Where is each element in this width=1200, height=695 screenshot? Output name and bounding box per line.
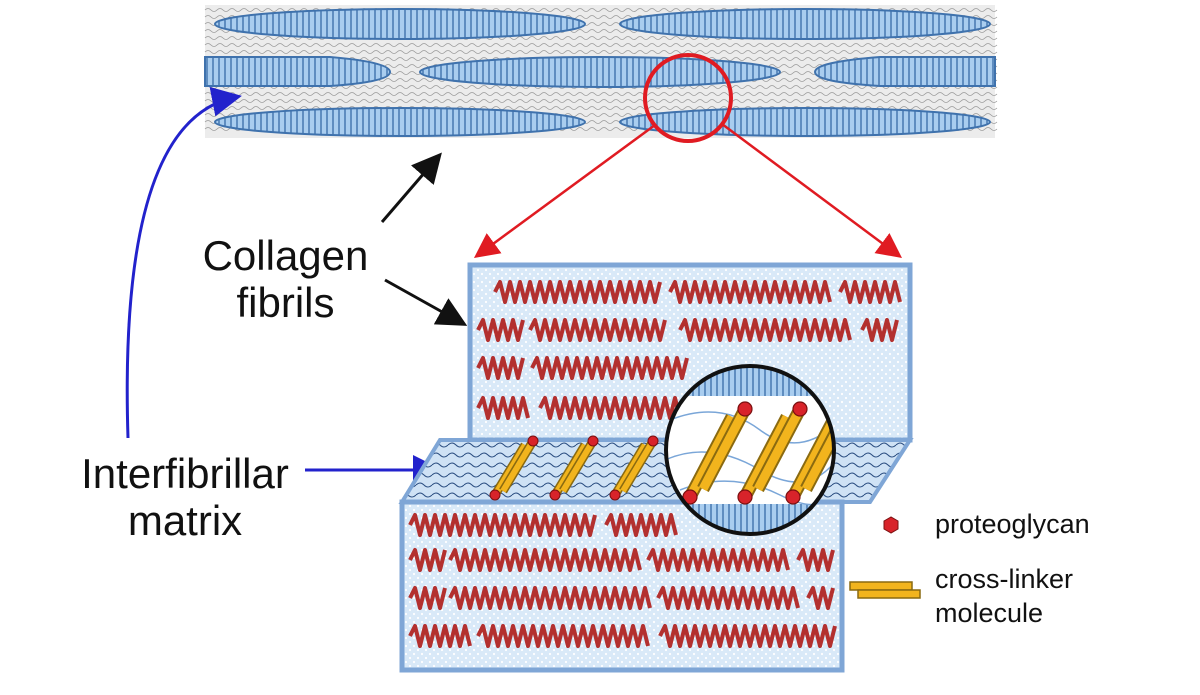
collagen-helix <box>408 513 597 537</box>
proteoglycan <box>489 489 501 501</box>
proteoglycan <box>549 489 561 501</box>
fibril-row-1 <box>214 8 991 40</box>
fibril-bundle-overview <box>204 5 998 138</box>
collagen-fibril <box>204 56 392 87</box>
collagen-pointer-arrow-top <box>380 152 442 223</box>
proteoglycan <box>527 435 539 447</box>
collagen-helix <box>408 624 472 648</box>
magnified-cross-linker <box>785 405 834 505</box>
zoom-arrow-right <box>721 122 903 258</box>
collagen-helix <box>806 586 835 610</box>
collagen-fibril <box>619 8 991 40</box>
proteoglycan <box>587 435 599 447</box>
magnified-cross-linker <box>737 401 808 505</box>
fibril-row-3 <box>214 107 991 137</box>
collagen-helix <box>528 318 667 342</box>
collagen-fibril <box>813 56 996 87</box>
collagen-helix <box>476 396 530 420</box>
collagen-fibril <box>419 56 781 88</box>
collagen-helix <box>796 548 835 572</box>
collagen-helix <box>493 280 662 304</box>
cross-linker <box>549 435 599 501</box>
matrix-label-line-1: Interfibrillar <box>81 450 289 497</box>
collagen-helix <box>408 586 447 610</box>
matrix-fiber <box>204 43 998 47</box>
magnifier-ring <box>664 364 836 536</box>
collagen-helix <box>448 548 642 572</box>
proteoglycan <box>682 489 698 505</box>
collagen-helix <box>476 624 650 648</box>
cross-linker <box>609 435 659 501</box>
collagen-fibril <box>214 8 586 40</box>
collagen-helix <box>604 513 678 537</box>
matrix-fiber <box>204 50 998 54</box>
magnified-cross-linker <box>682 401 753 505</box>
crosslinker-label-line-2: molecule <box>935 598 1044 629</box>
collagen-helices <box>408 280 902 648</box>
proteoglycan <box>609 489 621 501</box>
matrix-fiber <box>204 92 998 96</box>
collagen-label-line-2: fibrils <box>236 279 335 327</box>
collagen-label-line-1: Collagen <box>202 232 369 279</box>
interfibrillar-matrix-label: Interfibrillar matrix <box>40 450 330 544</box>
zoom-arrow-left <box>473 123 656 258</box>
collagen-fibrils-label: Collagen fibrils <box>168 232 403 326</box>
collagen-fibril <box>619 107 991 137</box>
crosslinker-icon <box>849 581 921 599</box>
matrix-pointer-arrow-top <box>125 86 242 439</box>
cross-linker <box>489 435 539 501</box>
collagen-helix <box>860 318 899 342</box>
collagen-helix <box>668 280 832 304</box>
proteoglycan <box>792 401 808 417</box>
proteoglycan-icon <box>883 516 899 534</box>
collagen-helix <box>476 356 525 380</box>
collagen-helix <box>656 586 800 610</box>
proteoglycan <box>647 435 659 447</box>
collagen-helix <box>658 624 837 648</box>
collagen-helix <box>646 548 790 572</box>
collagen-helix <box>448 586 652 610</box>
crosslinker-label-line-1: cross-linker <box>935 564 1074 594</box>
cross-linkers <box>489 435 659 501</box>
collagen-pointer-arrow-bottom <box>384 278 468 326</box>
magnified-cross-linkers <box>682 401 834 505</box>
collagen-helix <box>476 318 525 342</box>
collagen-helix <box>678 318 852 342</box>
collagen-helix <box>838 280 902 304</box>
matrix-label-line-2: matrix <box>127 497 243 545</box>
legend-proteoglycan-label: proteoglycan <box>935 509 1090 539</box>
proteoglycan <box>737 489 753 505</box>
proteoglycan <box>737 401 753 417</box>
matrix-fiber <box>204 99 998 103</box>
collagen-fibril <box>214 107 586 137</box>
collagen-helix <box>530 356 689 380</box>
fibril-row-2 <box>204 56 996 88</box>
collagen-helix <box>408 548 447 572</box>
proteoglycan <box>785 489 801 505</box>
legend-crosslinker-label: cross-linker molecule <box>935 564 1073 628</box>
collagen-helix <box>538 396 682 420</box>
zoom-region-circle <box>643 53 733 143</box>
